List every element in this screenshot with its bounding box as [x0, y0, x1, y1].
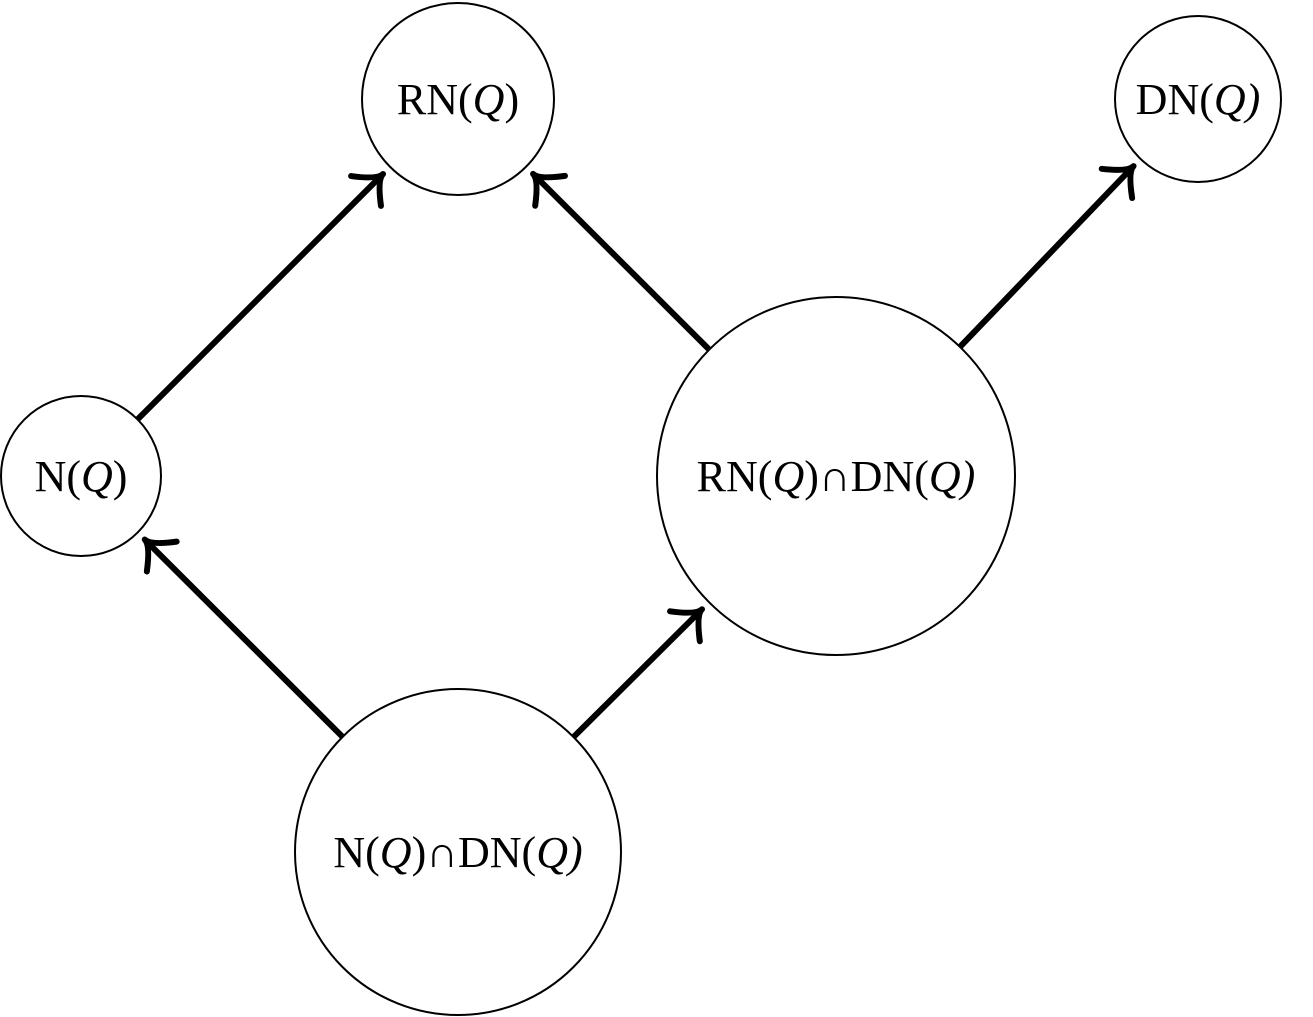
node-rnq: RN(Q) [361, 2, 555, 196]
edge-line [533, 174, 712, 352]
edge-nq-cap-dnq-to-rnq-cap-dnq [571, 606, 706, 740]
edge-rnq-cap-dnq-to-dnq [957, 163, 1137, 349]
node-label-part: Q [380, 828, 412, 877]
node-label-part: Q [1214, 75, 1246, 124]
arrowhead-icon [530, 170, 568, 209]
node-circle [294, 688, 622, 1016]
node-label: N(Q)∩DN(Q) [333, 828, 582, 877]
edge-rnq-cap-dnq-to-rnq [530, 170, 712, 352]
node-dnq: DN(Q) [1114, 15, 1282, 183]
node-label-part: DN( [1136, 75, 1214, 124]
node-rnq-cap-dnq: RN(Q)∩DN(Q) [656, 296, 1016, 656]
node-nq: N(Q) [0, 395, 162, 557]
node-label: RN(Q)∩DN(Q) [697, 452, 976, 501]
node-label-part: Q [772, 452, 804, 501]
node-circle [0, 395, 162, 557]
node-label-part: Q [929, 452, 961, 501]
node-label-part: ) [504, 75, 519, 124]
node-label-part: N( [35, 452, 81, 501]
node-label-part: Q [473, 75, 505, 124]
node-label: DN(Q) [1136, 75, 1261, 124]
node-label-part: ) [565, 828, 583, 877]
node-label-part: ) [958, 452, 976, 501]
edge-line [145, 540, 345, 740]
node-label-part: ) [1243, 75, 1261, 124]
edge-nq-to-rnq [135, 170, 387, 422]
arrowhead-icon [348, 170, 387, 209]
node-label-part: RN( [697, 452, 773, 501]
node-label: RN(Q) [397, 75, 519, 124]
edge-nq-cap-dnq-to-nq [141, 536, 345, 740]
node-nq-cap-dnq: N(Q)∩DN(Q) [294, 688, 622, 1016]
arrowhead-icon [667, 606, 706, 645]
edge-line [571, 609, 702, 740]
node-circle [656, 296, 1016, 656]
node-label: N(Q) [35, 452, 128, 501]
node-label-part: )∩DN( [804, 452, 929, 501]
node-label-part: Q [81, 452, 113, 501]
node-label-part: RN( [397, 75, 473, 124]
node-label-part: Q [536, 828, 568, 877]
arrowhead-icon [141, 536, 180, 575]
edges [135, 163, 1137, 740]
node-circle [1114, 15, 1282, 183]
node-label-part: ) [113, 452, 128, 501]
node-label-part: N( [333, 828, 379, 877]
arrowhead-icon [1098, 163, 1137, 202]
edge-line [957, 166, 1133, 349]
node-label-part: )∩DN( [412, 828, 537, 877]
nodes: RN(Q)DN(Q)N(Q)RN(Q)∩DN(Q)N(Q)∩DN(Q) [0, 2, 1282, 1016]
edge-line [135, 174, 383, 422]
node-circle [361, 2, 555, 196]
